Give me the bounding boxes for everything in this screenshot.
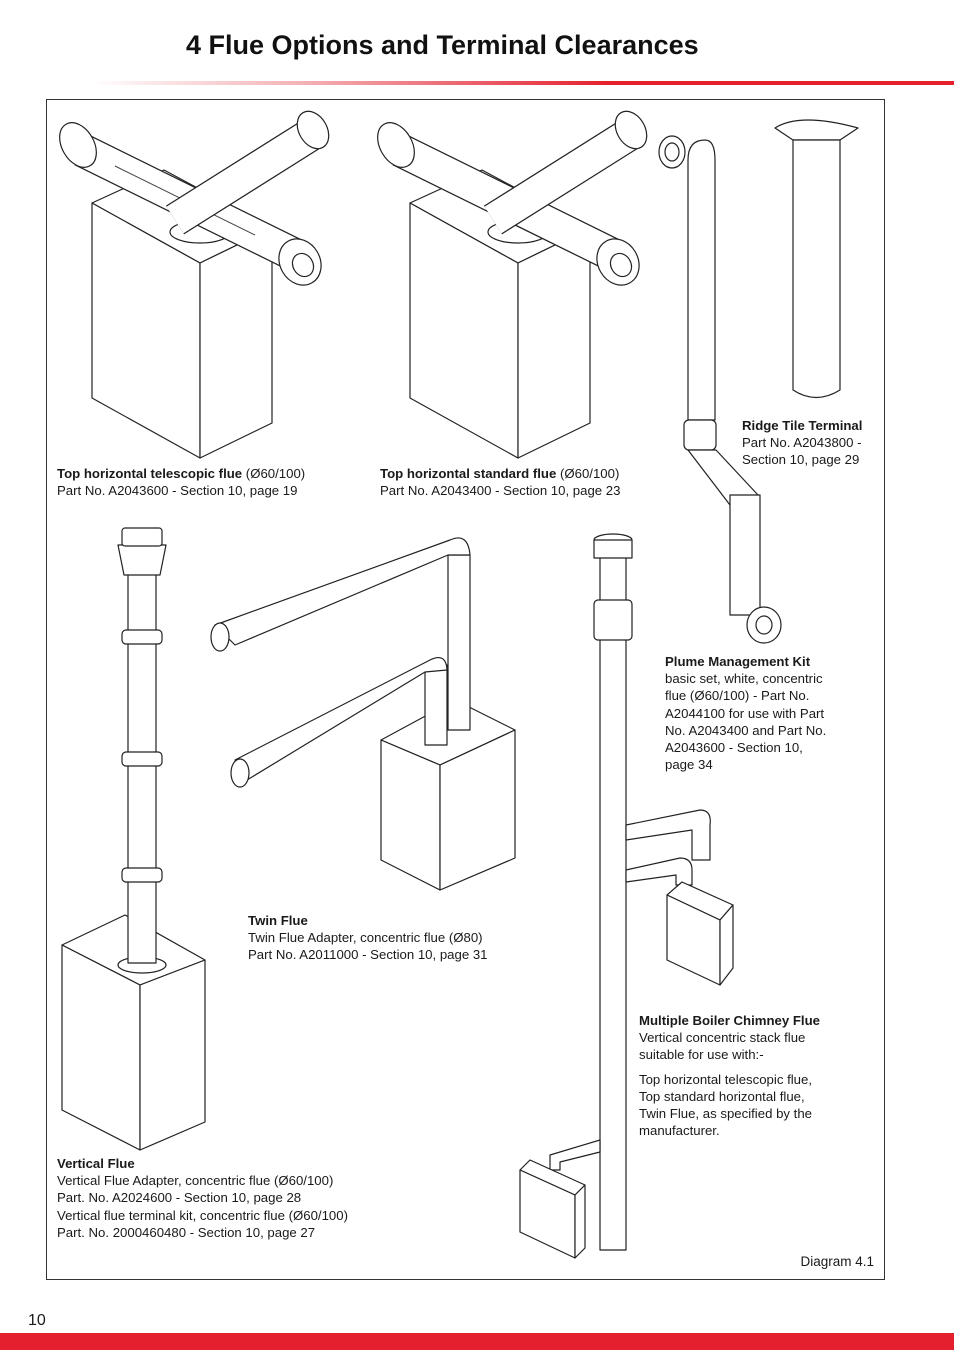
telescopic-title: Top horizontal telescopic flue [57,466,243,481]
twin-adapter: Twin Flue Adapter, concentric flue (Ø80) [248,930,483,946]
twin-flue-illustration [210,537,516,891]
vertical-flue-illustration [61,527,206,1151]
twin-title: Twin Flue [248,913,308,928]
plume-line: No. A2043400 and Part No. [665,722,827,738]
standard-title: Top horizontal standard flue [380,466,557,481]
caption-twin-flue: Twin Flue Twin Flue Adapter, concentric … [248,912,488,964]
caption-standard-flue: Top horizontal standard flue (Ø60/100) P… [380,465,620,499]
caption-chimney-flue: Multiple Boiler Chimney Flue Vertical co… [639,1012,820,1139]
standard-flue-illustration [377,110,648,459]
ridge-section: Section 10, page 29 [742,452,860,468]
vertical-line: Vertical Flue Adapter, concentric flue (… [57,1173,334,1189]
ridge-title: Ridge Tile Terminal [742,418,863,433]
caption-telescopic-flue: Top horizontal telescopic flue (Ø60/100)… [57,465,305,499]
plume-line: basic set, white, concentric [665,671,823,687]
plume-line: flue (Ø60/100) - Part No. [665,688,810,704]
twin-partno: Part No. A2011000 - Section 10, page 31 [248,947,488,963]
plume-kit-illustration [658,135,782,644]
chimney-line: Twin Flue, as specified by the [639,1106,812,1122]
caption-ridge-terminal: Ridge Tile Terminal Part No. A2043800 - … [742,417,862,469]
standard-spec: (Ø60/100) [556,466,620,481]
plume-title: Plume Management Kit [665,654,811,669]
vertical-line: Part. No. 2000460480 - Section 10, page … [57,1224,316,1240]
vertical-line: Part. No. A2024600 - Section 10, page 28 [57,1190,302,1206]
page-number: 10 [28,1312,46,1329]
caption-vertical-flue: Vertical Flue Vertical Flue Adapter, con… [57,1155,348,1241]
diagram-label: Diagram 4.1 [800,1254,874,1269]
plume-line: A2043600 - Section 10, [665,740,803,756]
chimney-line: manufacturer. [639,1123,720,1139]
plume-line: A2044100 for use with Part [665,705,825,721]
chimney-title: Multiple Boiler Chimney Flue [639,1013,820,1028]
telescopic-partno: Part No. A2043600 - Section 10, page 19 [57,483,298,499]
vertical-title: Vertical Flue [57,1156,135,1171]
ridge-terminal-illustration [774,119,859,399]
telescopic-spec: (Ø60/100) [242,466,306,481]
chimney-line: Top standard horizontal flue, [639,1088,805,1104]
standard-partno: Part No. A2043400 - Section 10, page 23 [380,483,621,499]
footer-bar [0,1333,954,1350]
chimney-flue-illustration [519,533,734,1259]
vertical-line: Vertical flue terminal kit, concentric f… [57,1207,348,1223]
plume-line: page 34 [665,757,713,773]
title-rule [90,81,954,85]
chimney-line: suitable for use with:- [639,1047,764,1063]
chimney-line: Vertical concentric stack flue [639,1030,806,1046]
chimney-line: Top horizontal telescopic flue, [639,1071,813,1087]
caption-plume-kit: Plume Management Kit basic set, white, c… [665,653,826,773]
page-title: 4 Flue Options and Terminal Clearances [186,30,699,60]
diagram-frame [46,99,885,1280]
telescopic-flue-illustration [59,110,330,459]
ridge-partno: Part No. A2043800 - [742,435,862,451]
